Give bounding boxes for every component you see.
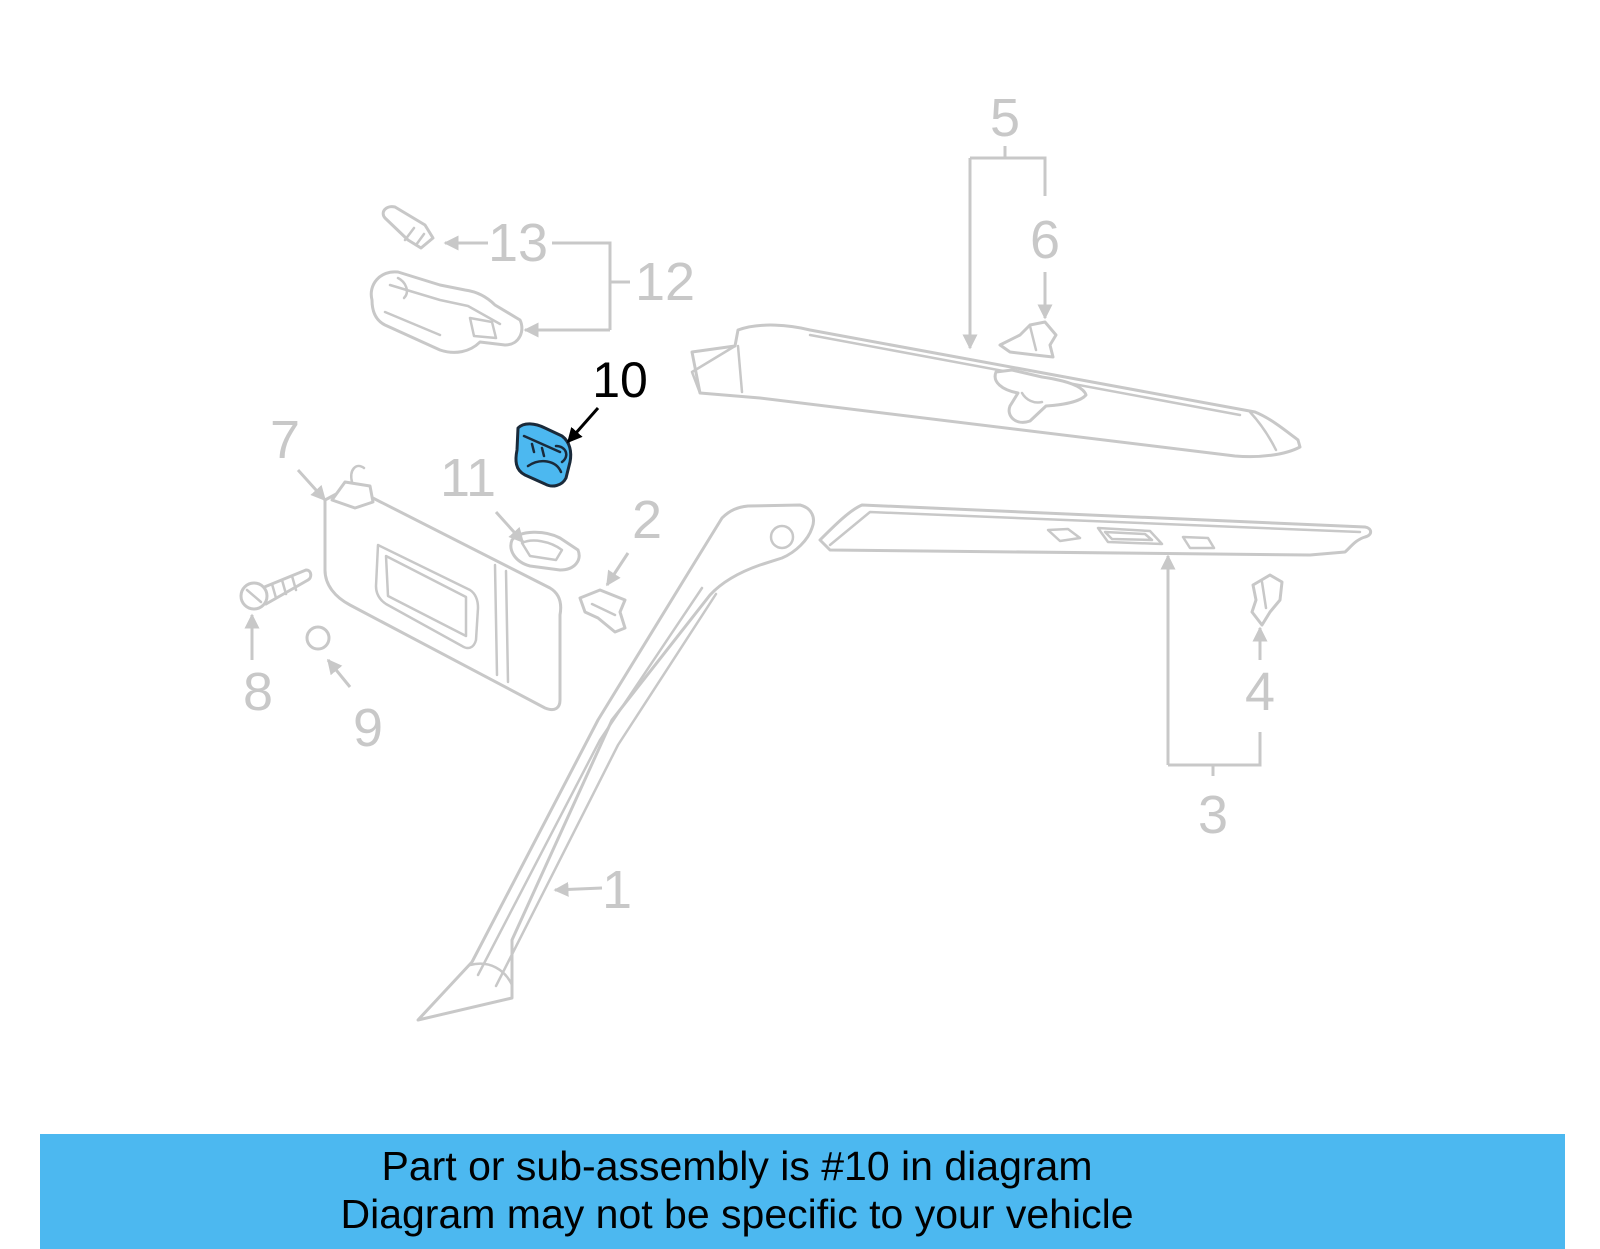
leader-7 xyxy=(296,468,327,502)
part-1-pillar-trim xyxy=(416,503,815,1022)
part-6-clip xyxy=(998,320,1058,359)
callout-8: 8 xyxy=(243,662,273,722)
banner-line-disclaimer: Diagram may not be specific to your vehi… xyxy=(340,1191,1134,1237)
part-10-highlighted xyxy=(514,422,573,488)
part-11-clip xyxy=(509,530,581,572)
leader-10 xyxy=(566,407,600,444)
leader-11 xyxy=(494,510,525,544)
grab-handle xyxy=(993,368,1088,424)
part-8-screw xyxy=(239,568,313,611)
callout-3: 3 xyxy=(1198,785,1228,845)
leader-9 xyxy=(326,658,352,688)
callout-labels: 5 6 13 12 10 7 11 2 4 8 9 3 1 xyxy=(243,88,1275,920)
leader-5b xyxy=(970,156,1047,196)
leader-3a xyxy=(1168,732,1262,767)
part-5-upper-trim xyxy=(690,323,1302,459)
callout-10: 10 xyxy=(592,352,648,408)
leader-2 xyxy=(605,552,630,587)
callout-9: 9 xyxy=(353,698,383,758)
part-13-bulb xyxy=(381,205,435,250)
part-3-rail-trim xyxy=(818,503,1373,557)
info-banner: Part or sub-assembly is #10 in diagram D… xyxy=(40,1134,1565,1249)
part-7-sun-visor xyxy=(323,464,563,712)
callout-13: 13 xyxy=(488,213,548,273)
callout-12: 12 xyxy=(635,252,695,312)
callout-7: 7 xyxy=(270,410,300,470)
callout-6: 6 xyxy=(1030,210,1060,270)
callout-11: 11 xyxy=(440,448,496,508)
callout-2: 2 xyxy=(632,490,662,550)
banner-text: Part or sub-assembly is #10 in diagram D… xyxy=(40,1142,1434,1238)
part-2-clip xyxy=(578,588,627,634)
callout-1: 1 xyxy=(602,860,632,920)
leader-12a xyxy=(552,241,612,330)
callout-4: 4 xyxy=(1245,662,1275,722)
part-4-clip xyxy=(1250,573,1284,627)
leader-lines xyxy=(244,146,1268,897)
callout-5: 5 xyxy=(990,88,1020,148)
part-9-ring xyxy=(305,625,331,651)
leader-1 xyxy=(553,881,603,897)
banner-line-part-number: Part or sub-assembly is #10 in diagram xyxy=(381,1143,1093,1189)
part-12-dome-light xyxy=(369,270,524,354)
